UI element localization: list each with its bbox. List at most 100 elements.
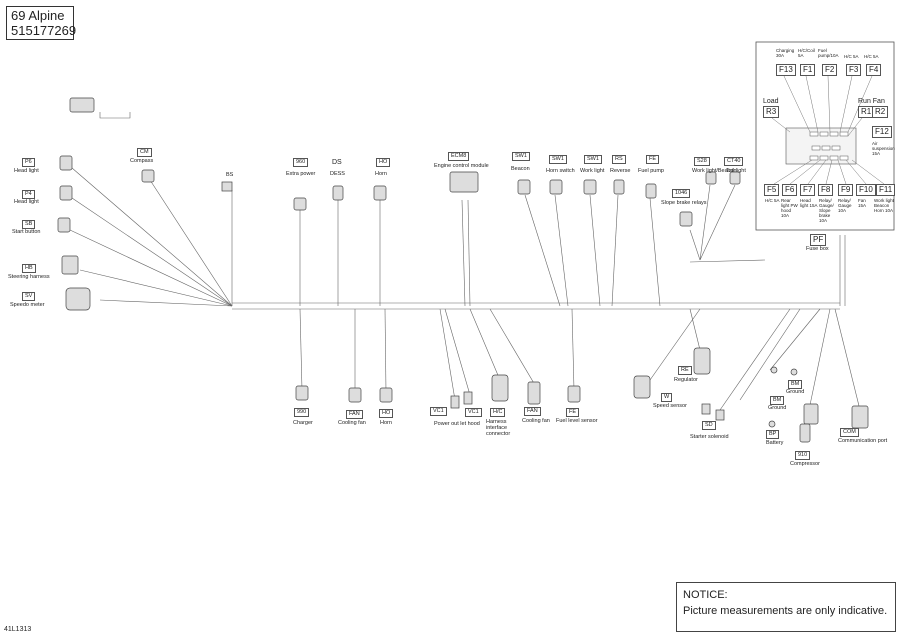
connector-label: Compressor (790, 461, 820, 467)
fuse-code: F7 (800, 184, 816, 196)
connector-label: Speedo meter (10, 302, 45, 308)
connector-label: Beacon (511, 166, 530, 172)
connector-icon (549, 179, 563, 195)
relay-note: Run Fan (858, 98, 885, 105)
connector-label: Starter solenoid (690, 434, 729, 440)
connector-code: RS (612, 155, 626, 164)
fuse-note: H/C 5A (844, 54, 859, 59)
fuse-box-code: PF (810, 234, 827, 246)
relay-code: R2 (872, 106, 889, 118)
connector-label: Ground (768, 405, 787, 411)
connector-code: CT40 (724, 157, 744, 166)
connector-code: SW1 (549, 155, 567, 164)
connector-label: Start button (12, 229, 41, 235)
connector-code: SD (702, 421, 716, 430)
connector-label: Harness interface connector (486, 419, 511, 437)
connector-code: 960 (293, 158, 309, 167)
fuse-code: F13 (776, 64, 796, 76)
connector-code: BM (788, 380, 803, 389)
connector-code: 1046 (672, 189, 691, 198)
fuse-code: F10 (856, 184, 876, 196)
connector-code: 910 (795, 451, 811, 460)
connector-label: Horn switch (546, 168, 575, 174)
connector-code: S28 (694, 157, 710, 166)
fuse-code: F9 (838, 184, 854, 196)
connector-code: HO (379, 409, 394, 418)
connector-icon (379, 387, 393, 403)
connector-label: Fuel pump (638, 168, 664, 174)
connector-icon (633, 375, 651, 399)
connector-code: BP (766, 430, 780, 439)
connector-label: Reverse (610, 168, 631, 174)
connector-label: Engine control module (434, 163, 489, 169)
connector-icon (221, 181, 233, 192)
fuse-note: Charging 30A (776, 48, 795, 58)
connector-label: Extra power (286, 171, 316, 177)
connector-icon (295, 385, 309, 401)
fuse-code: F11 (876, 184, 896, 196)
fuse-note: Relay/ Gauge/ Slope brake 10A (819, 198, 834, 223)
notice-text: Picture measurements are only indicative… (683, 605, 888, 617)
connector-icon (517, 179, 531, 195)
connector-code: 990 (294, 408, 310, 417)
connector-code: DS (332, 159, 342, 166)
connector-code: RE (678, 366, 692, 375)
connector-icon (141, 169, 155, 183)
connector-code: COM (840, 428, 859, 437)
connector-label: Head light (14, 199, 39, 205)
connector-code: CM (137, 148, 152, 157)
notice-heading: NOTICE: (683, 589, 728, 601)
part-number: 515177269 (11, 23, 77, 38)
connector-icon (293, 197, 307, 211)
fuse-note: H/C 5A (864, 54, 879, 59)
connector-icon (450, 395, 460, 409)
connector-icon (790, 368, 798, 376)
connector-code: HO (376, 158, 391, 167)
fuse-code: F5 (764, 184, 780, 196)
connector-icon (799, 423, 811, 443)
connector-icon (705, 171, 717, 185)
connector-label: Steering harness (8, 274, 50, 280)
connector-code: P6 (22, 158, 35, 167)
fuse-note: Head light 15A (800, 198, 818, 208)
fuse-note: Work light Beacon Horn 10A (874, 198, 894, 213)
fuse-note: Fuel pump/10A (818, 48, 839, 58)
connector-label: Horn (380, 420, 392, 426)
connector-label: Slope brake relays (661, 200, 707, 206)
connector-icon (851, 405, 869, 429)
connector-icon (645, 183, 657, 199)
connector-code: BM (770, 396, 785, 405)
connector-label: Tail light (726, 168, 746, 174)
connector-label: DESS (330, 171, 345, 177)
connector-icon (527, 381, 541, 405)
connector-icon (348, 387, 362, 403)
connector-icon (57, 217, 71, 233)
fuse-note: Air suspension 15A (872, 141, 895, 156)
connector-code: FE (646, 155, 660, 164)
fuse-box-label: Fuse box (806, 246, 829, 252)
connector-icon (59, 155, 73, 171)
connector-icon (373, 185, 387, 201)
connector-icon (729, 171, 741, 185)
connector-code: H/C (490, 408, 506, 417)
connector-icon (59, 185, 73, 201)
figure-id: 41L1313 (4, 626, 32, 633)
connector-icon (679, 211, 693, 227)
connector-label: Fuel level sensor (556, 418, 598, 424)
connector-code: ECM8 (448, 152, 470, 161)
connector-label: Horn (375, 171, 387, 177)
connector-icon (583, 179, 597, 195)
connector-icon (567, 385, 581, 403)
connector-icon (491, 374, 509, 402)
connector-icon (69, 97, 95, 113)
model-name: 69 Alpine (11, 8, 65, 23)
connector-label: Communication port (838, 438, 888, 444)
connector-icon (449, 171, 479, 193)
connector-icon (715, 409, 725, 421)
connector-label: Work light (580, 168, 605, 174)
fuse-code: F3 (846, 64, 862, 76)
fuse-note: H/C/Coil 5A (798, 48, 815, 58)
fuse-note: H/C 5A (765, 198, 780, 203)
fuse-code: F2 (822, 64, 838, 76)
connector-icon (613, 179, 625, 195)
